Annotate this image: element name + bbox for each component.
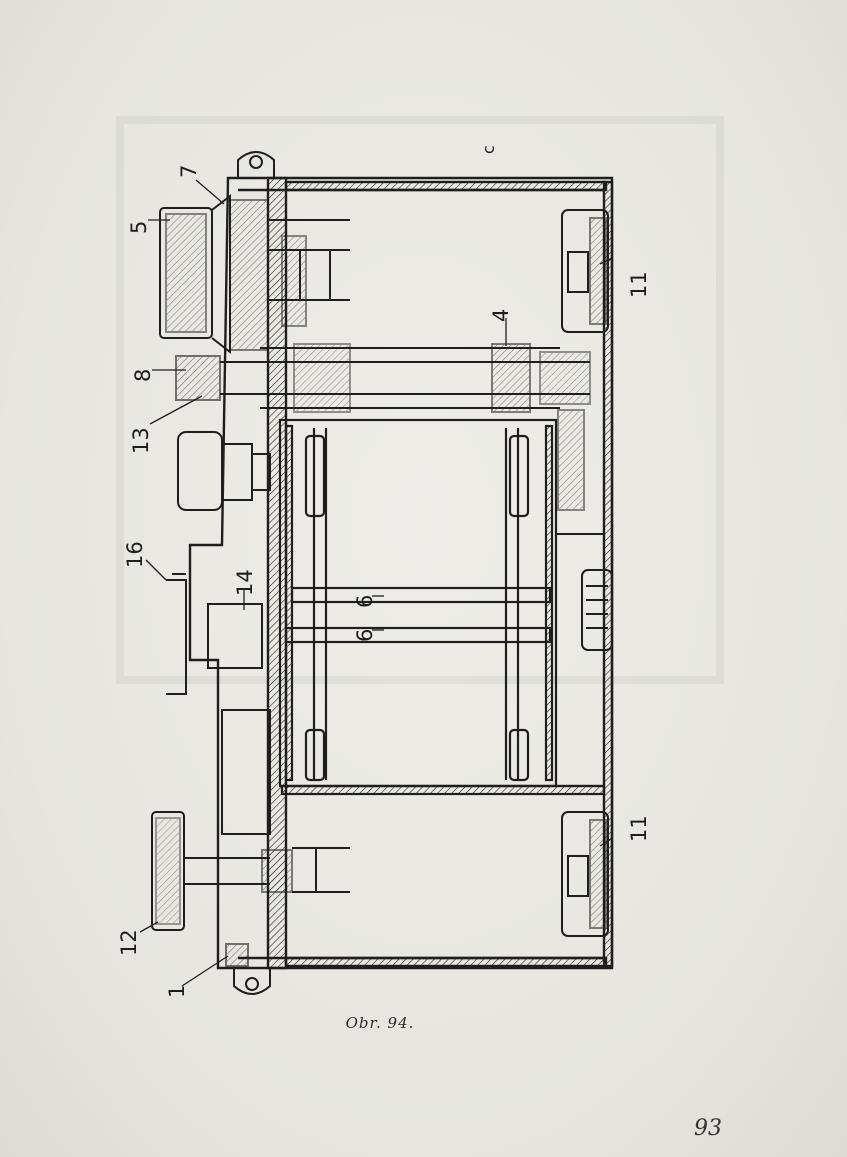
knob-assembly-5 <box>159 193 350 355</box>
callout-11-upper: 11 <box>627 271 651 298</box>
callout-7: 7 <box>177 165 201 178</box>
figure-caption: Obr. 94. <box>345 1014 415 1032</box>
callout-12: 12 <box>117 929 141 956</box>
callout-13: 13 <box>129 427 153 454</box>
callout-14: 14 <box>233 569 257 596</box>
callout-5: 5 <box>127 221 151 234</box>
main-shaft <box>175 343 591 413</box>
inner-frame <box>278 418 606 796</box>
page-number: 93 <box>694 1116 722 1141</box>
callout-4: 4 <box>489 309 513 322</box>
knob-assembly-12 <box>151 811 350 967</box>
callout-8: 8 <box>131 369 155 382</box>
bleed-through-shadow <box>116 116 724 684</box>
plate-and-clip <box>166 573 271 835</box>
callout-6-lower: 6 <box>353 629 377 642</box>
mounting-lugs <box>233 151 275 995</box>
gear-train <box>556 409 613 651</box>
callout-c: c <box>479 145 498 154</box>
callout-11-lower: 11 <box>627 815 651 842</box>
side-button <box>177 431 271 511</box>
leader-lines <box>139 179 613 987</box>
callout-16: 16 <box>123 541 147 568</box>
end-caps-11 <box>561 209 609 937</box>
callout-1: 1 <box>165 985 189 998</box>
callout-6-upper: 6 <box>353 595 377 608</box>
housing <box>188 176 614 970</box>
